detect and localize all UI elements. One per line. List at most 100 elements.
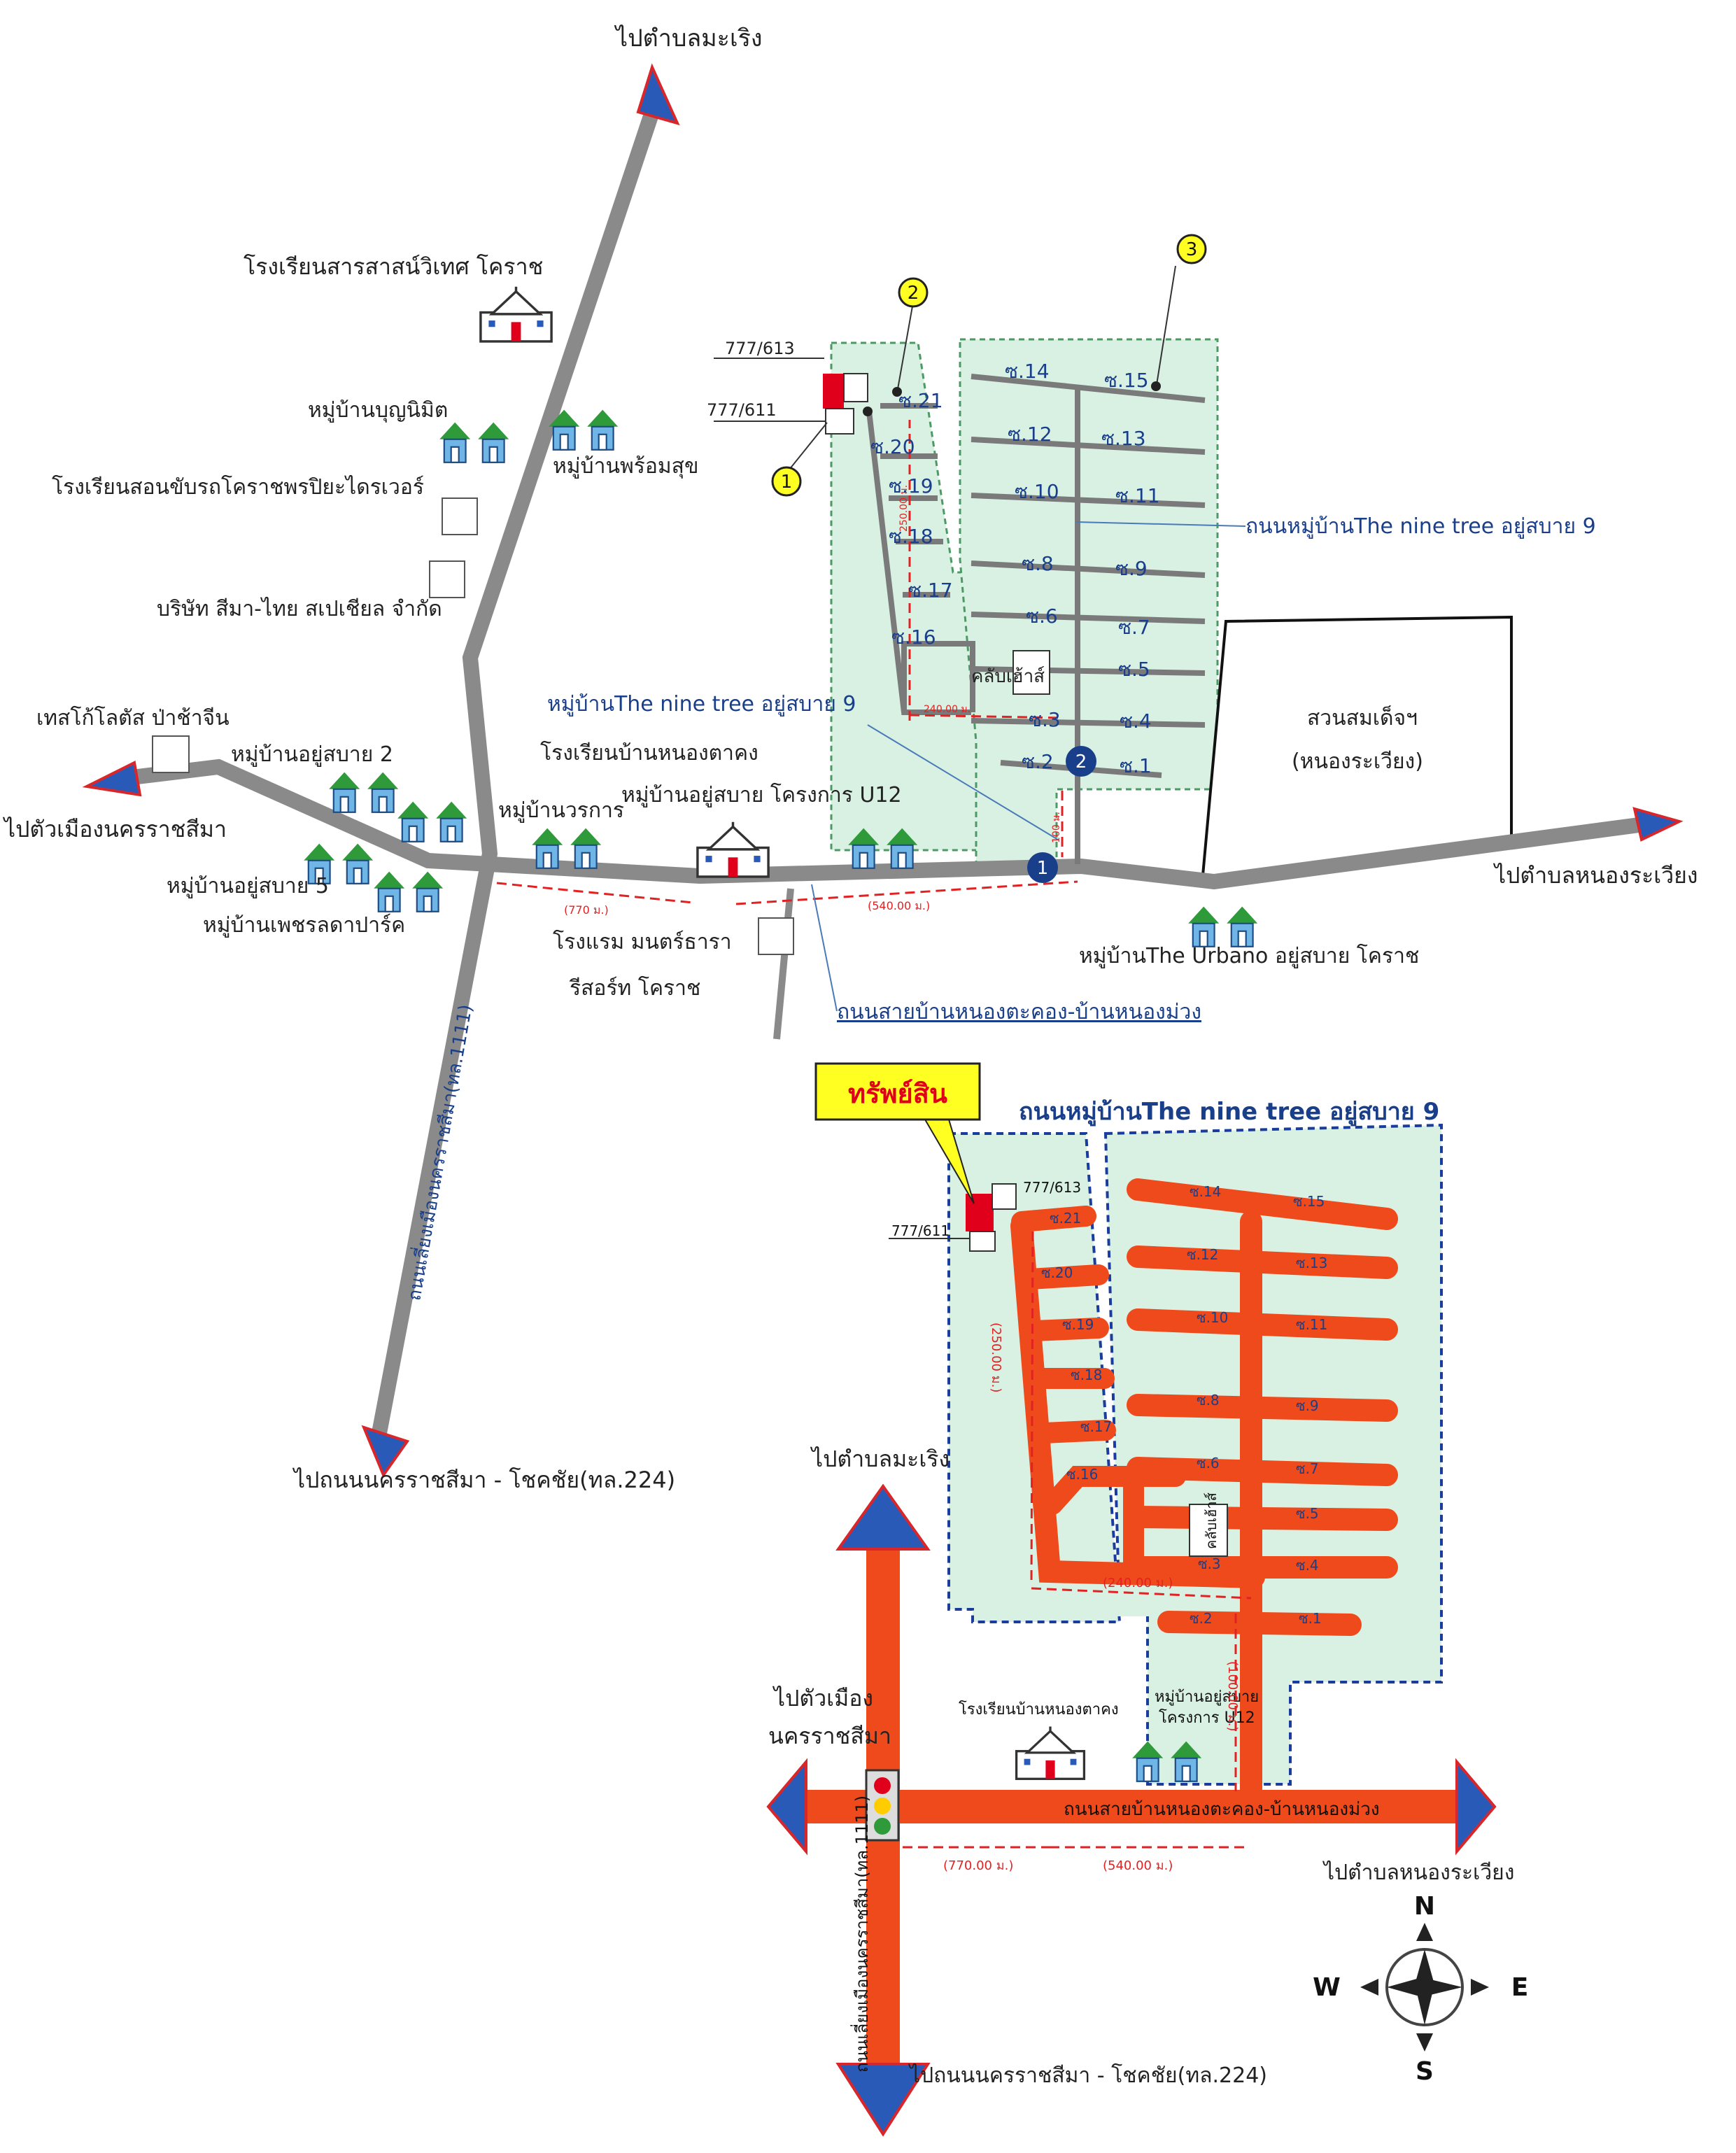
estate-name-label-upper: หมู่บ้านThe nine tree อยู่สบาย 9 — [547, 692, 856, 717]
lower-dest-west-1: ไปตัวเมือง — [772, 1685, 873, 1711]
village-urbano-label: หมู่บ้านThe Urbano อยู่สบาย โคราช — [1079, 943, 1419, 968]
traffic-light-icon — [865, 1769, 900, 1842]
soi-label: ซ.15 — [1293, 1193, 1325, 1210]
lower-dest-east: ไปตำบลหนองระเวียง — [1322, 1860, 1514, 1885]
yellow-marker-3: 3 — [1176, 234, 1207, 264]
estate-road-label-upper: ถนนหมู่บ้านThe nine tree อยู่สบาย 9 — [1245, 514, 1596, 539]
school-lower-icon — [1015, 1725, 1086, 1781]
soi-label: ซ.1 — [1120, 754, 1152, 777]
village-promsuk-label: หมู่บ้านพร้อมสุข — [553, 454, 698, 479]
unit-611-upper-label: 777/611 — [707, 400, 777, 420]
tesco-label: เทสโก้โลตัส ป่าช้าจีน — [36, 705, 230, 730]
soi-label: ซ.8 — [1197, 1392, 1220, 1409]
soi-label: ซ.5 — [1296, 1505, 1319, 1522]
soi-label: ซ.5 — [1118, 658, 1150, 681]
unit-611-upper-box — [825, 408, 854, 435]
soi-label: ซ.19 — [1062, 1316, 1094, 1333]
soi-label: ซ.19 — [889, 474, 933, 497]
highway-label-upper: ถนนเลี่ยงเมืองนครราชสีมา(ทล.1111) — [401, 1003, 477, 1303]
village-urbano-icon — [1187, 905, 1259, 948]
soi-label: ซ.3 — [1029, 708, 1061, 731]
lower-village-label-1: หมู่บ้านอยู่สบาย — [1155, 1688, 1259, 1706]
soi-label: ซ.8 — [1022, 552, 1054, 575]
svg-text:2: 2 — [908, 283, 919, 304]
estate-roads-lower — [1010, 1178, 1398, 1788]
hotel-label-2: รีสอร์ท โคราช — [569, 975, 700, 1001]
blue-marker-2: 2 — [1066, 746, 1096, 777]
soi-label: ซ.20 — [1041, 1264, 1073, 1281]
soi-label: ซ.7 — [1118, 616, 1150, 639]
soi-label: ซ.12 — [1008, 423, 1052, 446]
tesco-box — [152, 735, 190, 773]
arrow-east-lower-icon — [1455, 1758, 1497, 1856]
blue-marker-1: 1 — [1027, 852, 1058, 883]
main-road-label-upper: ถนนสายบ้านหนองตะคอง-บ้านหนองม่วง — [837, 1000, 1201, 1024]
soi-label: ซ.9 — [1296, 1397, 1319, 1414]
village-petcharada-label: หมู่บ้านเพชรลดาปาร์ค — [203, 913, 405, 938]
park-label-2: (หนองระเวียง) — [1292, 749, 1423, 774]
village-ayusabai2b-icon — [396, 800, 468, 843]
lower-title: ถนนหมู่บ้านThe nine tree อยู่สบาย 9 — [1019, 1098, 1439, 1127]
soi-label: ซ.18 — [1071, 1367, 1102, 1383]
svg-text:1: 1 — [781, 472, 793, 493]
soi-label: ซ.13 — [1296, 1255, 1327, 1271]
soi-label: ซ.6 — [1026, 605, 1058, 628]
soi-label: ซ.10 — [1197, 1309, 1228, 1326]
village-u12-label: หมู่บ้านอยู่สบาย โครงการ U12 — [621, 782, 902, 807]
compass-s-label: S — [1416, 2057, 1434, 2086]
lower-clubhouse-label: คลับเฮ้าส์ — [1203, 1492, 1220, 1549]
village-boonnimit-label: หมู่บ้านบุญนิมิต — [308, 398, 448, 423]
soi-label: ซ.11 — [1115, 484, 1160, 507]
svg-text:3: 3 — [1186, 239, 1198, 260]
highway-road — [372, 109, 660, 1435]
driving-school-label: โรงเรียนสอนขับรถโคราชพรปิยะไดรเวอร์ — [52, 474, 424, 500]
soi-label: ซ.9 — [1115, 557, 1148, 580]
soi-label: ซ.1 — [1299, 1610, 1322, 1627]
side-road — [773, 888, 794, 1040]
compass-icon — [1360, 1923, 1489, 2052]
soi-label: ซ.12 — [1187, 1246, 1218, 1263]
clubhouse-upper-label: คลับเฮ้าส์ — [971, 666, 1045, 687]
upper-dest-east: ไปตำบลหนองระเวียง — [1492, 862, 1698, 889]
school-sarasas-icon — [479, 285, 553, 343]
unit-613-lower-box — [992, 1183, 1017, 1210]
svg-text:1: 1 — [1037, 858, 1049, 879]
soi-label: ซ.21 — [898, 389, 943, 412]
arrow-south-lower-icon — [835, 2063, 931, 2137]
soi-label: ซ.11 — [1296, 1316, 1327, 1333]
distance-770-upper-label: (770 ม.) — [564, 903, 609, 917]
school-nongtakhong-icon — [696, 820, 770, 878]
lower-map: ทรัพย์สิน N S W E ถนนหมู่บ้านThe nine tr… — [766, 1062, 1528, 2137]
unit-613-upper-box — [843, 373, 868, 402]
soi-label: ซ.17 — [908, 579, 953, 602]
distance-770-lower-label: (770.00 ม.) — [943, 1858, 1013, 1873]
soi-label: ซ.14 — [1005, 360, 1050, 383]
soi-label: ซ.3 — [1198, 1555, 1221, 1572]
distance-lines-lower — [903, 1231, 1252, 1849]
arrow-east-upper-icon — [1632, 807, 1684, 842]
unit-613-lower-label: 777/613 — [1023, 1179, 1081, 1196]
distance-250-lower-label: (250.00 ม.) — [989, 1322, 1003, 1392]
soi-label: ซ.20 — [870, 435, 915, 458]
clubhouse-upper-box — [1012, 650, 1050, 695]
distance-540-lower-label: (540.00 ม.) — [1103, 1858, 1173, 1873]
lower-school-label: โรงเรียนบ้านหนองตาคง — [959, 1700, 1119, 1718]
soi-label: ซ.17 — [1080, 1418, 1112, 1435]
estate-area-right — [959, 338, 1219, 869]
hotel-label-1: โรงแรม มนตร์ธารา — [553, 929, 732, 954]
asset-callout-box — [814, 1062, 981, 1121]
upper-dest-west: ไปตัวเมืองนครราชสีมา — [2, 816, 227, 842]
distance-770-upper — [496, 420, 1078, 905]
svg-text:2: 2 — [1075, 751, 1087, 772]
school-sarasas-label: โรงเรียนสารสาสน์วิเทศ โคราช — [244, 253, 543, 280]
distance-240-upper-label: 240.00 ม. — [924, 704, 971, 715]
distance-250-upper-label: 250.00 ม. — [898, 485, 910, 532]
village-ayusabai2-icon — [327, 771, 400, 814]
company-label: บริษัท สีมา-ไทย สเปเชียล จำกัด — [157, 596, 442, 621]
lower-dest-north: ไปตำบลมะเริง — [810, 1446, 950, 1472]
soi-label: ซ.6 — [1197, 1455, 1220, 1471]
arrow-south-upper-icon — [361, 1425, 410, 1478]
